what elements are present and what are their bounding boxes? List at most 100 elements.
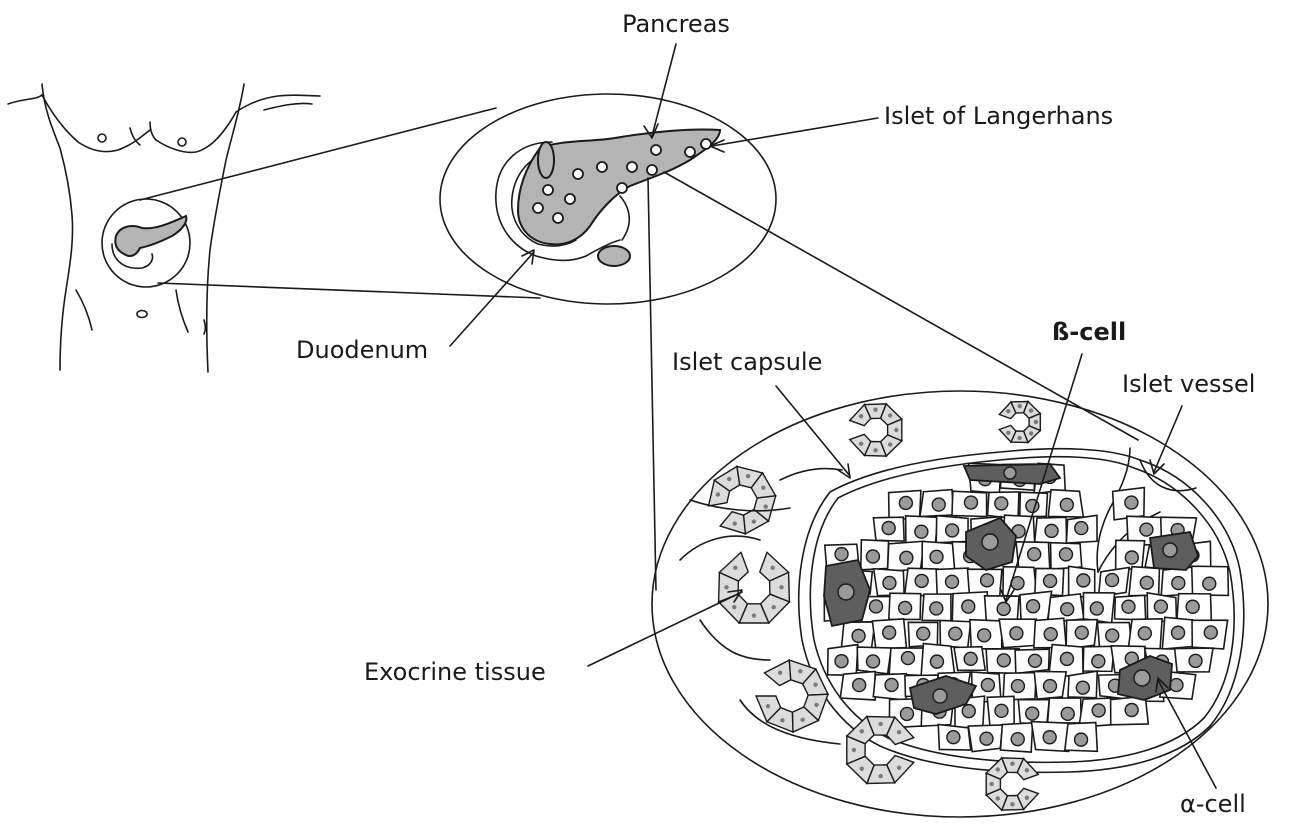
label-exocrine-tissue: Exocrine tissue [364, 658, 546, 686]
cell-nucleus [1027, 600, 1040, 613]
cell-nucleus [1011, 733, 1024, 746]
acinar-nucleus [879, 774, 883, 778]
cell-nucleus [997, 602, 1010, 615]
label-duodenum: Duodenum [296, 336, 428, 364]
acinus [719, 552, 790, 623]
cell-nucleus [1189, 654, 1202, 667]
cell-nucleus [1090, 602, 1103, 615]
cell-nucleus [930, 550, 943, 563]
cell-nucleus [853, 679, 866, 692]
cell-nucleus [1011, 680, 1024, 693]
cell-nucleus [981, 574, 994, 587]
cell-nucleus [1122, 600, 1135, 613]
cell-nucleus [1092, 655, 1105, 668]
acinar-nucleus [990, 782, 994, 786]
cell-nucleus [899, 496, 912, 509]
acinar-nucleus [859, 414, 863, 418]
acinar-nucleus [1025, 768, 1029, 772]
label-islet-of-langerhans: Islet of Langerhans [884, 102, 1113, 130]
zoom-lines-torso [140, 108, 540, 298]
cell-nucleus [835, 655, 848, 668]
cell-nucleus [946, 524, 959, 537]
cell-nucleus [1075, 733, 1088, 746]
cell-nucleus [978, 629, 991, 642]
cell-nucleus [852, 629, 865, 642]
cell-nucleus [883, 626, 896, 639]
acinar-nucleus [897, 766, 901, 770]
acinar-nucleus [888, 442, 892, 446]
cell-nucleus [899, 601, 912, 614]
cell-nucleus [1059, 548, 1072, 561]
acinus [999, 402, 1040, 443]
cell-nucleus [1060, 652, 1073, 665]
cell-nucleus [866, 550, 879, 563]
acinar-nucleus [873, 408, 877, 412]
cell-nucleus [900, 551, 913, 564]
acinar-nucleus [1029, 431, 1033, 435]
acinar-nucleus [873, 448, 877, 452]
cell-nucleus [1061, 603, 1074, 616]
cell-nucleus [869, 600, 882, 613]
cell-nucleus [932, 498, 945, 511]
acinar-nucleus [897, 730, 901, 734]
cell-nucleus [1029, 654, 1042, 667]
cell-nucleus [1138, 627, 1151, 640]
islet-zoom [652, 391, 1268, 817]
cell-nucleus [1044, 574, 1057, 587]
acinar-nucleus [1034, 420, 1038, 424]
arrow-exocrine-tissue [588, 592, 742, 666]
cell-nucleus [1075, 626, 1088, 639]
cell-nucleus [980, 732, 993, 745]
acinar-nucleus [1017, 436, 1021, 440]
acinar-nucleus [1025, 796, 1029, 800]
acinar-nucleus [1010, 762, 1014, 766]
label-islet-vessel: Islet vessel [1122, 370, 1255, 398]
cell-nucleus [883, 576, 896, 589]
label-alpha-cell: α-cell [1180, 790, 1246, 818]
cell-nucleus [1075, 522, 1088, 535]
cell-nucleus [1044, 628, 1057, 641]
islet-cells [824, 463, 1228, 752]
cell-nucleus [1060, 498, 1073, 511]
cell-nucleus [1010, 627, 1023, 640]
cell-nucleus [1140, 523, 1153, 536]
acinar-nucleus [1006, 431, 1010, 435]
cell-nucleus [1140, 576, 1153, 589]
cell-nucleus [1172, 577, 1185, 590]
acinar-nucleus [860, 767, 864, 771]
acinus [699, 457, 785, 543]
acinar-nucleus [1010, 802, 1014, 806]
acinar-nucleus [996, 796, 1000, 800]
acinar-nucleus [1029, 408, 1033, 412]
cell-nucleus [1045, 524, 1058, 537]
pancreas-zoom [440, 94, 776, 304]
acinar-nucleus [772, 605, 776, 609]
cell-nucleus [1026, 707, 1039, 720]
cell-nucleus [981, 678, 994, 691]
cell-nucleus [1077, 574, 1090, 587]
cell-nucleus [1125, 551, 1138, 564]
acinar-nucleus [771, 566, 775, 570]
acinar-nucleus [733, 566, 737, 570]
acinar-nucleus [879, 722, 883, 726]
cell-nucleus [835, 548, 848, 561]
cell-nucleus [1092, 704, 1105, 717]
cell-nucleus [1170, 679, 1183, 692]
acinar-nucleus [752, 613, 756, 617]
cell-nucleus [917, 627, 930, 640]
cell-nucleus [1076, 681, 1089, 694]
torso-outline [8, 84, 320, 372]
cell-nucleus [1043, 731, 1056, 744]
cell-nucleus [995, 497, 1008, 510]
cell-nucleus [900, 707, 913, 720]
cell-nucleus [930, 602, 943, 615]
cell-nucleus [930, 655, 943, 668]
cell-nucleus [1125, 704, 1138, 717]
cell-nucleus [946, 575, 959, 588]
acinar-nucleus [860, 729, 864, 733]
acinus [847, 717, 914, 784]
acinus [986, 758, 1038, 810]
cell-nucleus [885, 678, 898, 691]
acinar-nucleus [724, 585, 728, 589]
cell-nucleus [1106, 629, 1119, 642]
